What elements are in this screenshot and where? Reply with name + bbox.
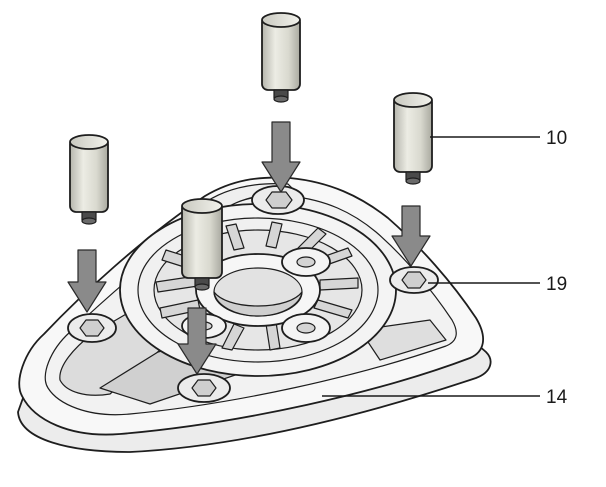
mounting-boss-right-upper [281, 247, 331, 277]
foot-socket-front [177, 373, 231, 403]
foot-rear [261, 12, 301, 103]
callout-socket: 19 [428, 274, 567, 295]
callout-label-19: 19 [546, 274, 567, 295]
callout-base-plate: 14 [322, 387, 568, 408]
foot-socket-rear [251, 185, 305, 215]
mounting-boss-right-lower [281, 313, 331, 343]
foot-socket-right [389, 266, 439, 294]
arrow-rear [261, 121, 301, 193]
callout-label-14: 14 [546, 387, 568, 408]
foot-socket-left [67, 313, 117, 343]
arrow-front [177, 307, 217, 375]
foot-center [181, 198, 223, 291]
arrow-left [67, 249, 107, 313]
foot-left [69, 134, 109, 225]
callout-label-10: 10 [546, 128, 567, 149]
foot-right [393, 92, 433, 185]
arrow-right [391, 205, 431, 267]
callout-feet: 10 [430, 128, 567, 149]
